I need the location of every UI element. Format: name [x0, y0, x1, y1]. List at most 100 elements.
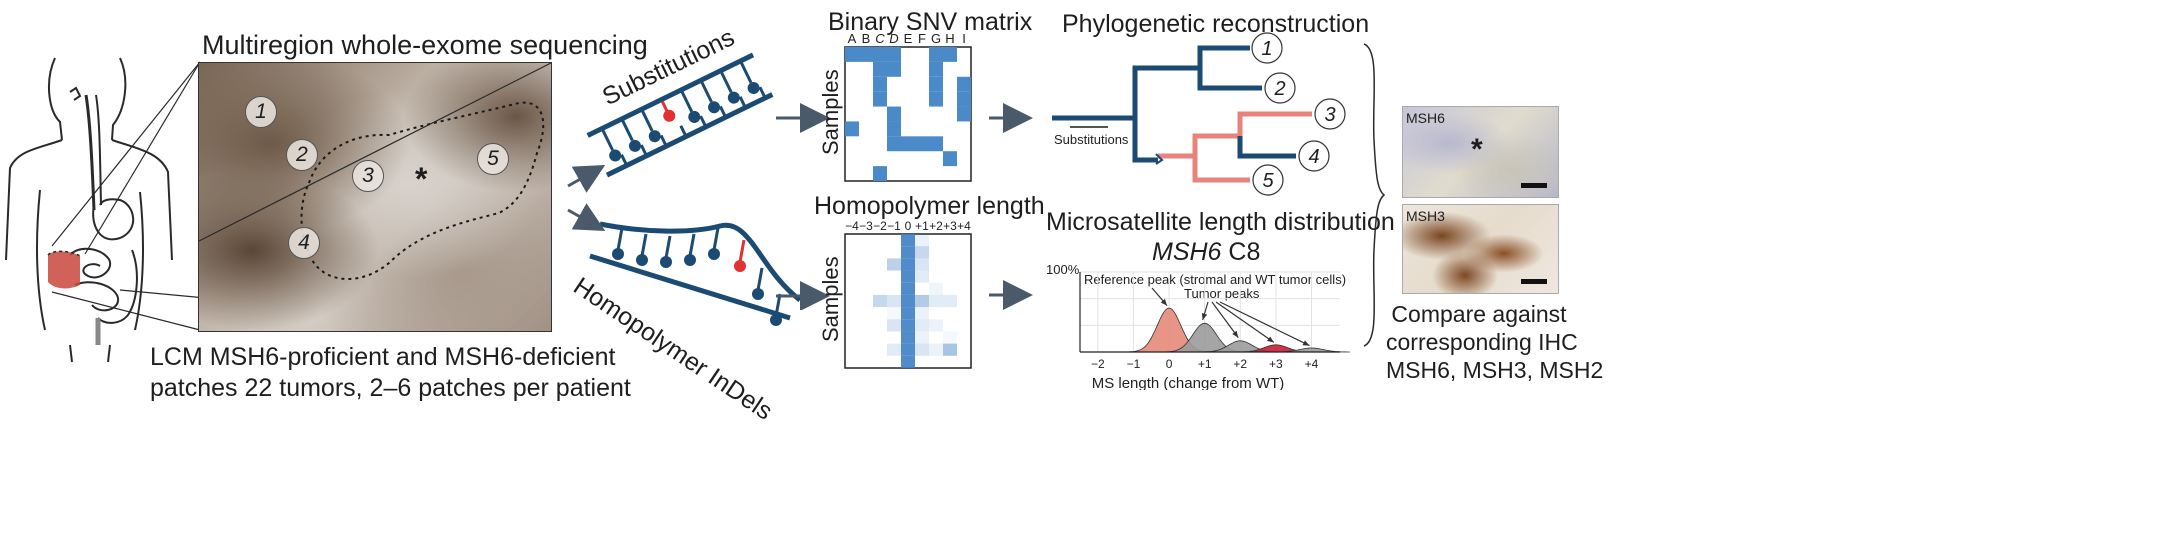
- patch-label-2: 2: [286, 139, 318, 171]
- homopolymer-cell: [943, 331, 957, 344]
- ms-gene-name: MSH6: [1152, 238, 1222, 266]
- homopolymer-cell: [915, 270, 929, 283]
- dna-base: [720, 71, 746, 107]
- ms-annotation-arrow: [1211, 301, 1239, 338]
- homopolymer-column-label: +3: [943, 219, 957, 233]
- snv-cell: [887, 61, 901, 77]
- ihc-msh3-scalebar: [1521, 279, 1547, 284]
- homopolymer-column-label: +2: [929, 219, 943, 233]
- phylo-title: Phylogenetic reconstruction: [1062, 10, 1370, 38]
- homopolymer-column-label: −3: [859, 219, 873, 233]
- ms-annotation-arrow: [1219, 301, 1310, 347]
- phylo-leaf-3: 3: [1324, 104, 1335, 126]
- homopolymer-column-label: −2: [873, 219, 887, 233]
- wes-title: Multiregion whole-exome sequencing: [202, 30, 648, 60]
- snv-column-label: A: [847, 31, 857, 46]
- homopolymer-ylabel: Samples: [818, 256, 843, 342]
- homopolymer-cell: [901, 258, 915, 271]
- snv-cell: [943, 151, 957, 167]
- homopolymer-cell: [915, 294, 929, 308]
- homopolymer-cell: [887, 307, 901, 320]
- ms-reference-annotation: Reference peak (stromal and WT tumor cel…: [1084, 272, 1346, 287]
- snv-cell: [887, 136, 901, 152]
- snv-cell: [957, 106, 971, 122]
- arrows-to-analysis: [989, 103, 1033, 310]
- ihc-panel-msh3: MSH3: [1402, 204, 1559, 294]
- snv-cell: [943, 47, 957, 62]
- homopolymer-cell: [901, 234, 915, 247]
- ms-annotation-arrowhead: [1302, 340, 1310, 346]
- snv-cell: [873, 91, 887, 107]
- ihc-caption-line1: Compare against: [1391, 301, 1567, 327]
- dna-base: [684, 233, 696, 266]
- indel-base: [734, 239, 746, 272]
- homopolymer-column-label: −1: [887, 219, 901, 233]
- ms-xlabel: MS length (change from WT): [1092, 375, 1285, 390]
- snv-column-label: D: [889, 31, 899, 46]
- ms-tick-label: +1: [1198, 357, 1212, 371]
- phylo-leaf-1: 1: [1261, 38, 1272, 60]
- wes-caption-line2: patches 22 tumors, 2–6 patches per patie…: [150, 374, 631, 402]
- ihc-msh3-label: MSH3: [1406, 208, 1445, 224]
- homopolymer-cell: [915, 343, 929, 356]
- homopolymer-cell: [901, 307, 915, 320]
- homopolymer-cell: [929, 294, 943, 308]
- homopolymer-column-label: −4: [845, 219, 859, 233]
- homopolymer-cell: [915, 246, 929, 259]
- ihc-caption-line3: MSH6, MSH3, MSH2: [1386, 357, 1604, 383]
- dna-base: [636, 233, 648, 266]
- homopolymer-cell: [901, 319, 915, 332]
- homopolymer-matrix: [844, 233, 972, 369]
- snv-column-label: F: [918, 31, 926, 46]
- ms-annotation-arrowhead: [1267, 336, 1274, 343]
- patch-label-3: 3: [352, 160, 384, 192]
- homopolymer-cell: [901, 294, 915, 308]
- phylo-tree: Substitutions 1 2 3 4 5: [1052, 32, 1346, 196]
- snv-column-label: G: [930, 31, 942, 46]
- snv-cell: [859, 47, 873, 62]
- dna-schematics: [567, 52, 800, 326]
- phylo-scale-label: Substitutions: [1054, 132, 1129, 147]
- homopolymer-cell: [929, 343, 943, 356]
- histology-image: 1 2 3 4 5 *: [198, 62, 552, 332]
- ms-tumor-annotation: Tumor peaks: [1184, 286, 1260, 301]
- snv-matrix-ylabel: Samples: [818, 69, 843, 155]
- ms-annotation-arrowhead: [1160, 298, 1168, 306]
- dna-base: [700, 81, 727, 117]
- homopolymer-cell: [929, 319, 943, 332]
- snv-cell: [901, 136, 915, 152]
- snv-cell: [845, 47, 859, 62]
- snv-cell: [873, 61, 887, 77]
- homopolymer-cell: [887, 294, 901, 308]
- wes-caption: LCM MSH6-proficient and MSH6-deficient p…: [150, 342, 631, 404]
- ihc-brace: [1363, 43, 1386, 347]
- ihc-caption: Compare against corresponding IHC MSH6, …: [1386, 300, 1604, 384]
- homopolymer-cell: [915, 307, 929, 320]
- mutated-base: [660, 100, 687, 136]
- dna-base: [752, 267, 764, 300]
- dna-base: [621, 120, 647, 155]
- homopolymer-cell: [901, 343, 915, 356]
- homopolymer-cell: [901, 246, 915, 259]
- homopolymer-cell: [887, 319, 901, 332]
- snv-cell: [957, 91, 971, 107]
- snv-column-label: I: [962, 31, 966, 46]
- homopolymer-cell: [915, 331, 929, 344]
- homopolymer-column-label: +1: [915, 219, 929, 233]
- homopolymer-cell: [901, 355, 915, 368]
- homopolymer-cell: [915, 258, 929, 271]
- wes-caption-line1: LCM MSH6-proficient and MSH6-deficient: [150, 343, 616, 371]
- homopolymer-cell: [901, 331, 915, 344]
- snv-cell: [915, 136, 929, 152]
- snv-cell: [873, 166, 887, 181]
- snv-cell: [873, 76, 887, 92]
- snv-cell: [929, 76, 943, 92]
- ihc-panel-msh6: MSH6 *: [1402, 106, 1559, 198]
- snv-cell: [887, 106, 901, 122]
- arrows-to-matrices: [776, 103, 830, 310]
- phylo-leaf-5: 5: [1262, 170, 1274, 192]
- homopolymer-column-label: 0: [904, 219, 912, 233]
- snv-cell: [957, 76, 971, 92]
- snv-column-label: C: [875, 31, 885, 46]
- snv-column-label: B: [861, 31, 871, 46]
